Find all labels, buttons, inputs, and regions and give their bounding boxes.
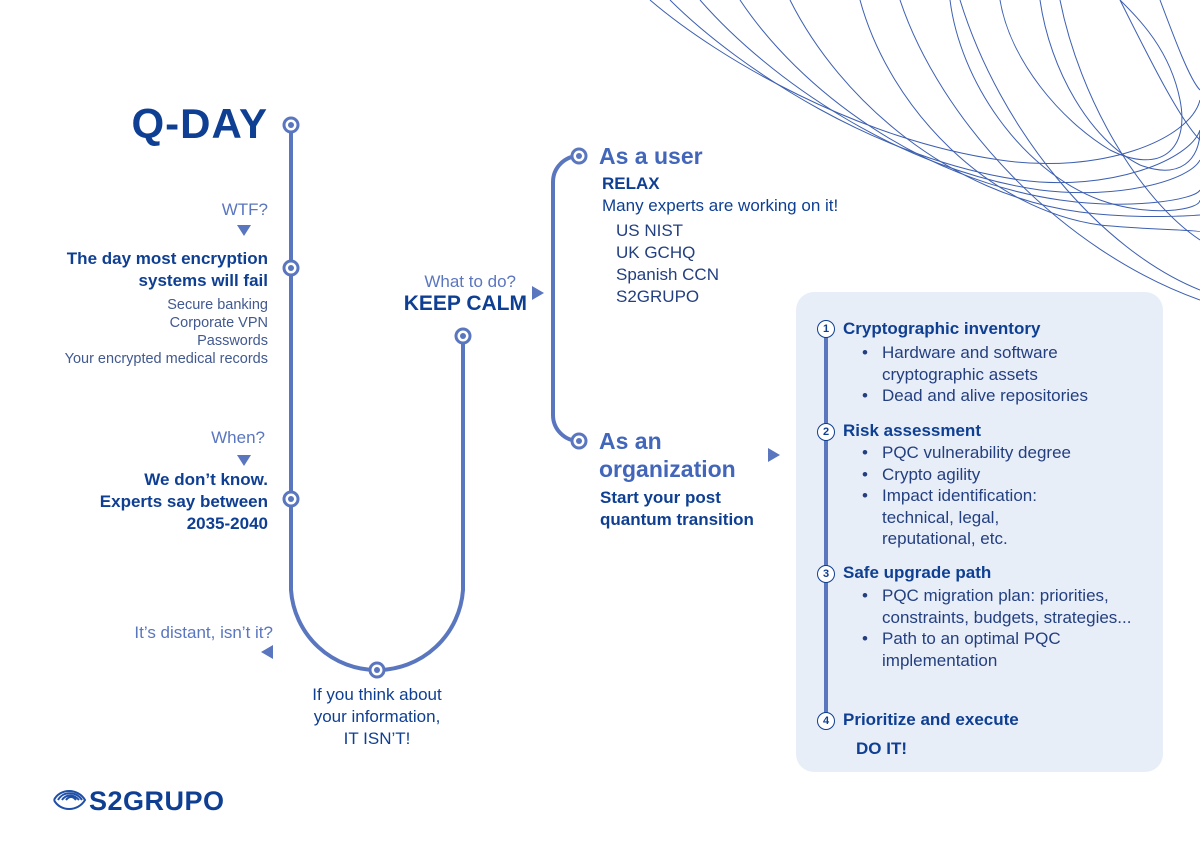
organization-subtext: Start your post quantum transition (600, 487, 754, 531)
right-arrow-icon (768, 448, 780, 462)
bullet-item: Path to an optimal PQC implementation (860, 628, 1122, 671)
answer-line: systems will fail (138, 271, 268, 290)
example-item: Secure banking (167, 297, 268, 313)
right-arrow-icon (532, 286, 544, 300)
expert-orgs-list: US NIST UK GCHQ Spanish CCN S2GRUPO (616, 220, 719, 308)
step-number-badge: 4 (817, 712, 835, 730)
answer-line: The day most encryption (66, 249, 268, 268)
bullet-item: Impact identification: technical, legal,… (860, 485, 1082, 550)
answer-encryption-fail: The day most encryption systems will fai… (18, 248, 268, 292)
org-item: S2GRUPO (616, 287, 700, 306)
examples-list: Secure banking Corporate VPN Passwords Y… (18, 296, 268, 368)
answer-line: 2035-2040 (186, 514, 268, 533)
step-title-upgrade: Safe upgrade path (843, 563, 992, 582)
step-bullets-risk: PQC vulnerability degree Crypto agility … (860, 442, 1150, 550)
s2grupo-logo-icon (53, 790, 87, 810)
question-when: When? (211, 428, 265, 447)
answer-line: We don’t know. (144, 470, 268, 489)
bullet-item: Crypto agility (860, 464, 1150, 486)
bottom-line: IT ISN’T! (343, 729, 411, 748)
question-what-to-do: What to do? (424, 272, 516, 291)
answer-when: We don’t know. Experts say between 2035-… (18, 469, 268, 535)
heading-as-user: As a user (599, 143, 703, 169)
example-item: Corporate VPN (169, 315, 268, 331)
step-number-badge: 3 (817, 565, 835, 583)
page-title: Q-DAY (131, 100, 268, 147)
left-arrow-icon (261, 645, 273, 659)
step-number-badge: 2 (817, 423, 835, 441)
step-title-execute: Prioritize and execute (843, 710, 1019, 729)
bullet-item: Dead and alive repositories (860, 385, 1150, 407)
subtext-line: quantum transition (600, 510, 754, 529)
heading-as-organization: As an organization (599, 427, 736, 483)
question-wtf: WTF? (221, 200, 268, 219)
step-bullets-inventory: Hardware and software cryptographic asse… (860, 342, 1150, 407)
down-arrow-icon (237, 455, 251, 466)
bullet-item: PQC migration plan: priorities, constrai… (860, 585, 1154, 628)
step-number-badge: 1 (817, 320, 835, 338)
bottom-line: If you think about (312, 685, 442, 704)
heading-line: organization (599, 456, 736, 482)
bottom-line: your information, (313, 707, 441, 726)
example-item: Your encrypted medical records (64, 351, 268, 367)
org-item: UK GCHQ (616, 243, 696, 262)
org-item: Spanish CCN (616, 265, 719, 284)
relax-label: RELAX (602, 174, 660, 193)
answer-keep-calm: KEEP CALM (403, 292, 527, 315)
experts-text: Many experts are working on it! (602, 196, 839, 215)
heading-line: As an (599, 428, 662, 454)
down-arrow-icon (237, 225, 251, 236)
org-item: US NIST (616, 221, 684, 240)
question-distant: It’s distant, isn’t it? (134, 623, 273, 642)
answer-line: Experts say between (99, 492, 268, 511)
bottom-message: If you think about your information, IT … (277, 684, 477, 750)
bullet-item: Hardware and software cryptographic asse… (860, 342, 1150, 385)
do-it-label: DO IT! (856, 739, 907, 758)
subtext-line: Start your post (600, 488, 721, 507)
s2grupo-logo-text: S2GRUPO (89, 786, 225, 816)
step-bullets-upgrade: PQC migration plan: priorities, constrai… (860, 585, 1150, 671)
bullet-item: PQC vulnerability degree (860, 442, 1150, 464)
step-title-inventory: Cryptographic inventory (843, 319, 1041, 338)
step-title-risk: Risk assessment (843, 421, 981, 440)
example-item: Passwords (197, 333, 268, 349)
